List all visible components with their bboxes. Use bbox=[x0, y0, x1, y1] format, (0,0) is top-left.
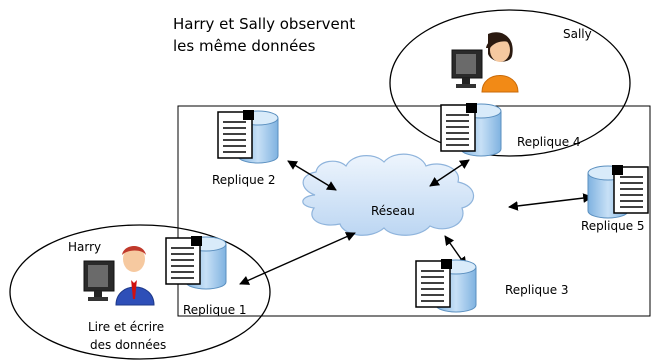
network-label: Réseau bbox=[371, 204, 415, 218]
replica-5-label: Replique 5 bbox=[581, 219, 645, 233]
replica-4-node: Replique 4 bbox=[440, 102, 581, 157]
title-line-1: Harry et Sally observent bbox=[173, 15, 355, 33]
user-icon bbox=[481, 32, 519, 93]
replica-4-label: Replique 4 bbox=[517, 135, 581, 149]
replica-2-label: Replique 2 bbox=[212, 173, 276, 187]
title-line-2: les même données bbox=[173, 37, 316, 55]
link-replica-5 bbox=[508, 193, 593, 211]
user-icon bbox=[115, 246, 155, 306]
harry-ellipse bbox=[9, 224, 271, 360]
network-boundary bbox=[177, 105, 651, 317]
replica-1-label: Replique 1 bbox=[183, 303, 247, 317]
link-replica-1 bbox=[239, 232, 356, 285]
replica-1-node: Replique 1 bbox=[165, 235, 247, 317]
harry-name: Harry bbox=[68, 240, 101, 254]
harry-action-line-1: Lire et écrire bbox=[88, 320, 164, 334]
link-replica-4 bbox=[429, 159, 470, 187]
sally-user-icon bbox=[451, 32, 519, 93]
replica-3-label: Replique 3 bbox=[505, 283, 569, 297]
replica-2-node: Replique 2 bbox=[212, 109, 279, 187]
computer-icon bbox=[83, 260, 115, 301]
replica-3-node: Replique 3 bbox=[415, 258, 569, 313]
sally-name: Sally bbox=[563, 27, 592, 41]
cloud-icon bbox=[302, 153, 475, 236]
link-replica-2 bbox=[287, 160, 337, 191]
harry-action-line-2: des données bbox=[90, 338, 166, 352]
harry-user-icon bbox=[83, 246, 155, 306]
computer-icon bbox=[451, 49, 483, 88]
sally-ellipse bbox=[389, 9, 631, 157]
replica-5-node: Replique 5 bbox=[581, 164, 649, 233]
